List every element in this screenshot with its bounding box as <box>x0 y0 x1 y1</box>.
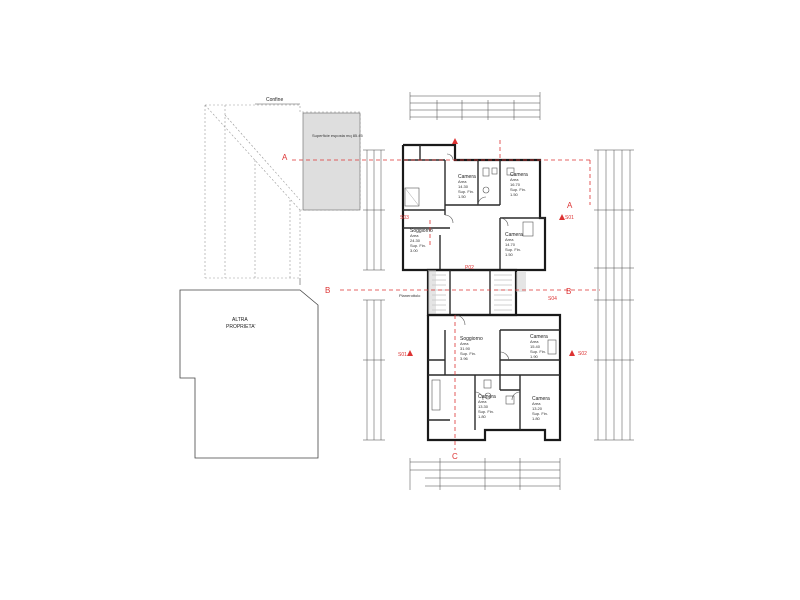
section-a-label-right: A <box>567 201 573 210</box>
room-label-soggiorno2-l5: 3.96 <box>460 356 469 361</box>
confine-label: Confine <box>266 97 283 103</box>
room-label-camera1-l2: Area <box>458 179 467 184</box>
p02-label: P02 <box>465 265 474 271</box>
terrace-area: Superficie esposta mq 85.45 <box>302 112 363 211</box>
section-c-label: C <box>452 452 458 461</box>
room-label-camera4-l2: Area <box>530 339 539 344</box>
room-label-camera6-l5: 1.80 <box>532 416 541 421</box>
section-a-label: A <box>282 153 288 162</box>
room-label-camera3-l1: Camera <box>505 232 523 238</box>
room-label-soggiorno2-l4: Sup. Fin. <box>460 351 476 356</box>
room-label-camera4-l1: Camera <box>530 334 548 340</box>
confine-marker: Confine <box>255 97 300 105</box>
room-label-soggiorno2-l3: 31.90 <box>460 346 471 351</box>
room-label-camera3-l5: 1.50 <box>505 252 514 257</box>
room-label-camera4-l5: 1.90 <box>530 354 539 359</box>
room-label-camera2-l1: Camera <box>510 172 528 178</box>
s03-label: S03 <box>400 215 409 221</box>
upper-apartment <box>401 143 547 272</box>
room-label-camera3-l3: 14.70 <box>505 242 516 247</box>
s01-label-left: S01 <box>398 352 407 358</box>
room-label-camera4-l4: Sup. Fin. <box>530 349 546 354</box>
marker-triangle <box>569 350 575 356</box>
room-label-camera5-l1: Camera <box>478 394 496 400</box>
room-label-camera3-l4: Sup. Fin. <box>505 247 521 252</box>
neighbor-property: ALTRA PROPRIETA' <box>179 289 319 459</box>
room-label-camera5-l2: Area <box>478 399 487 404</box>
s01-label: S01 <box>565 215 574 221</box>
room-label-camera1-l4: Sup. Fin. <box>458 189 474 194</box>
marker-triangle <box>407 350 413 356</box>
room-label-camera6-l2: Area <box>532 401 541 406</box>
room-label-camera6-l4: Sup. Fin. <box>532 411 548 416</box>
neighbor-label-line1: ALTRA <box>232 317 248 323</box>
section-markers: A B A B C S01 S01 S02 S03 P02 S04 <box>282 138 587 461</box>
room-label-soggiorno1-l2: Area <box>410 233 419 238</box>
room-label-soggiorno1-l3: 24.30 <box>410 238 421 243</box>
room-label-camera1-l1: Camera <box>458 174 476 180</box>
room-label-soggiorno1-l5: 3.00 <box>410 248 419 253</box>
room-label-soggiorno2-l2: Area <box>460 341 469 346</box>
room-label-camera5-l3: 13.30 <box>478 404 489 409</box>
room-label-camera5-l4: Sup. Fin. <box>478 409 494 414</box>
room-label-camera2-l4: Sup. Fin. <box>510 187 526 192</box>
room-label-soggiorno1-l4: Sup. Fin. <box>410 243 426 248</box>
room-label-camera4-l3: 15.40 <box>530 344 541 349</box>
room-label-camera2-l3: 16.70 <box>510 182 521 187</box>
room-label-soggiorno1-l1: Soggiorno <box>410 228 433 234</box>
room-label-camera1-l5: 1.50 <box>458 194 467 199</box>
room-label-camera5-l5: 1.80 <box>478 414 487 419</box>
stair-core: Pianerottolo <box>399 268 526 317</box>
section-b-label-right: B <box>566 287 571 296</box>
section-b-label: B <box>325 286 330 295</box>
room-label-camera3-l2: Area <box>505 237 514 242</box>
terrace-label: Superficie esposta mq 85.45 <box>312 133 363 138</box>
room-label-camera6-l1: Camera <box>532 396 550 402</box>
s04-label: S04 <box>548 296 557 302</box>
room-label-camera6-l3: 13.20 <box>532 406 543 411</box>
bottom-dimensions <box>409 458 561 490</box>
marker-triangle <box>559 214 565 220</box>
room-label-camera2-l2: Area <box>510 177 519 182</box>
landing-label: Pianerottolo <box>399 293 421 298</box>
marker-triangle <box>452 138 458 144</box>
neighbor-label-line2: PROPRIETA' <box>226 324 256 330</box>
section-lines <box>292 140 600 450</box>
left-dimensions <box>363 149 385 441</box>
right-dimensions <box>594 149 634 441</box>
lower-apartment <box>426 313 562 442</box>
s02-label: S02 <box>578 351 587 357</box>
room-label-soggiorno2-l1: Soggiorno <box>460 336 483 342</box>
top-dimensions <box>409 92 541 120</box>
room-label-camera2-l5: 1.50 <box>510 192 519 197</box>
room-label-camera1-l3: 14.30 <box>458 184 469 189</box>
